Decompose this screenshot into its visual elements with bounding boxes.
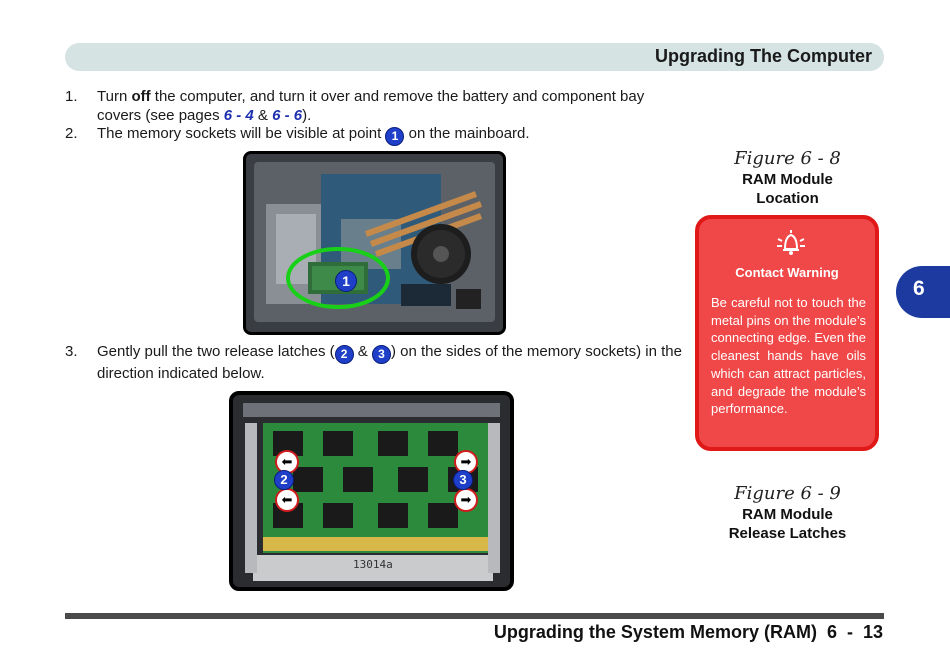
step-text-part: & (253, 107, 273, 124)
ram-location-photo: 1 (243, 151, 506, 335)
laptop-underside-illustration (246, 154, 503, 332)
header-bar: Upgrading The Computer (65, 43, 884, 71)
step-text-part: Turn (97, 88, 132, 105)
figure-title-line: Location (756, 190, 819, 207)
warning-title: Contact Warning (735, 265, 839, 280)
figure-title-line: RAM Module (742, 171, 833, 188)
arrow-left-icon: ⬅ (275, 488, 299, 512)
callout-badge: 3 (371, 345, 391, 364)
step-text-part: ) on the sides of the memory sockets) in… (97, 343, 682, 382)
footer-divider (65, 613, 884, 619)
chapter-tab[interactable]: 6 (896, 266, 950, 318)
figure-caption-1: Figure 6 - 8 RAM Module Location (700, 148, 875, 208)
contact-warning-box: Contact Warning Be careful not to touch … (695, 215, 879, 451)
step-text-part: on the mainboard. (404, 125, 530, 142)
page-ref-link[interactable]: 6 - 4 (223, 107, 254, 124)
page-title: Upgrading The Computer (655, 46, 872, 66)
step-2: 2. The memory sockets will be visible at… (65, 124, 685, 146)
warning-bell-icon (777, 230, 805, 255)
figure-number: Figure 6 - 8 (734, 148, 841, 169)
step-text-part: ). (302, 107, 312, 124)
step-text: Gently pull the two release latches (2 &… (97, 342, 685, 383)
step-number: 3. (65, 343, 78, 360)
warning-text: Be careful not to touch the metal pins o… (711, 295, 866, 417)
footer-page-label: Upgrading the System Memory (RAM) 6 - 13 (493, 622, 883, 642)
page-ref-link[interactable]: 6 - 6 (272, 107, 303, 124)
callout-badge-3: 3 (453, 470, 473, 490)
figure-title-line: Release Latches (728, 525, 847, 542)
step-text-part: Gently pull the two release latches ( (97, 343, 335, 360)
callout-badge: 2 (334, 345, 354, 364)
step-text-bold: off (131, 88, 151, 105)
step-text: Turn off the computer, and turn it over … (97, 87, 685, 125)
figure-title-line: RAM Module (742, 506, 833, 523)
step-3: 3. Gently pull the two release latches (… (65, 342, 685, 383)
callout-badge-1: 1 (335, 270, 357, 292)
callout-badge-2: 2 (274, 470, 294, 490)
figure-number: Figure 6 - 9 (734, 483, 841, 504)
step-text: The memory sockets will be visible at po… (97, 124, 685, 146)
step-number: 2. (65, 125, 78, 142)
module-label: 13014a (353, 558, 393, 571)
step-text-part: The memory sockets will be visible at po… (97, 125, 386, 142)
arrow-right-icon: ➡ (454, 488, 478, 512)
chapter-tab-label: 6 (913, 277, 925, 300)
step-1: 1. Turn off the computer, and turn it ov… (65, 87, 685, 125)
step-number: 1. (65, 88, 78, 105)
figure-caption-2: Figure 6 - 9 RAM Module Release Latches (700, 483, 875, 543)
ram-latches-photo: 13014a ⬅ ⬅ ➡ ➡ 2 3 (229, 391, 514, 591)
callout-badge: 1 (385, 127, 405, 146)
step-text-part: the computer, and turn it over and remov… (97, 88, 645, 124)
step-text-part: & (353, 343, 372, 360)
